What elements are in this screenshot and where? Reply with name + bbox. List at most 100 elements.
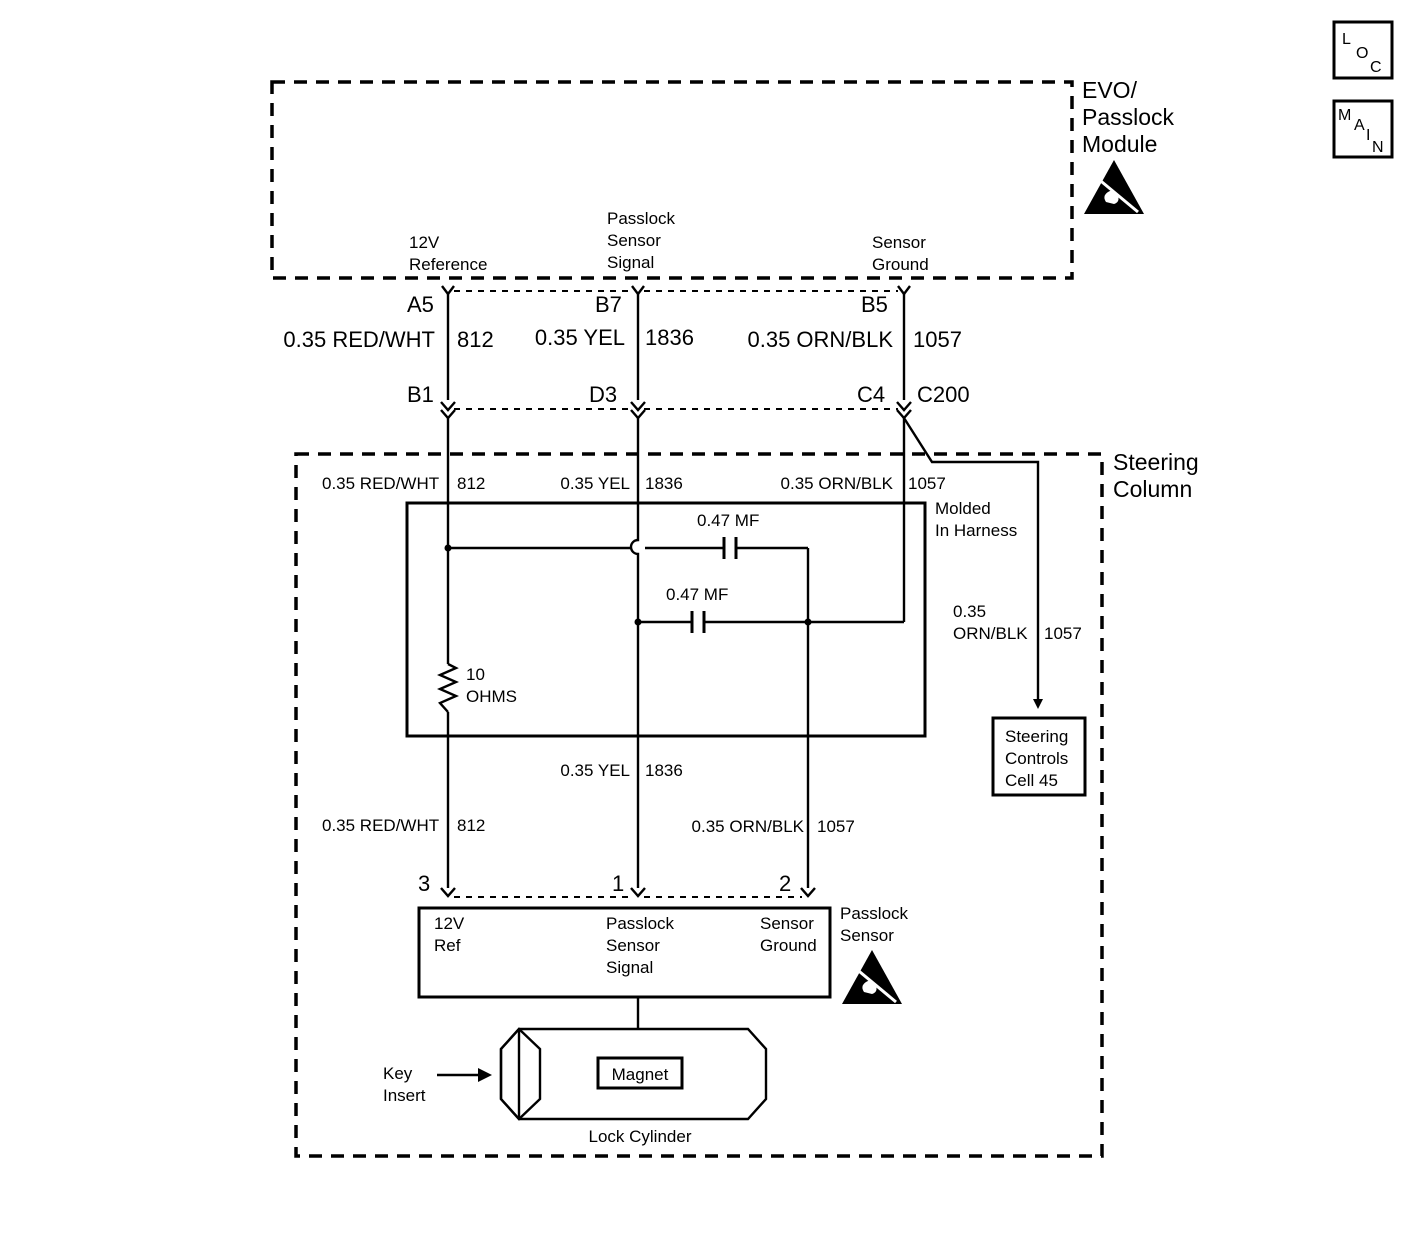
svg-text:Column: Column	[1113, 476, 1192, 502]
harness-orn-wire-label: 0.35 ORN/BLK	[781, 474, 894, 493]
terminal-2	[800, 887, 816, 898]
sensor-pin-1-label: 1	[612, 871, 624, 896]
sensor-pin-signal-label: Passlock Sensor Signal	[606, 914, 675, 977]
harness-red-circuit-label: 812	[457, 474, 485, 493]
pin-b5-label: B5	[861, 292, 888, 317]
branch-wire-steering-controls	[902, 417, 1043, 709]
svg-text:In Harness: In Harness	[935, 521, 1017, 540]
steering-controls-label: Steering Controls Cell 45	[1005, 727, 1068, 790]
pin-b7-label: B7	[595, 292, 622, 317]
main-button[interactable]: M A I N	[1332, 99, 1394, 159]
module-pin-ground-label: Sensor Ground	[872, 233, 929, 274]
esd-icon	[842, 950, 902, 1004]
splice-dot-orn	[804, 618, 812, 626]
svg-text:Key: Key	[383, 1064, 413, 1083]
svg-text:Ground: Ground	[872, 255, 929, 274]
harness-yel-circuit-label: 1836	[645, 474, 683, 493]
svg-text:Steering: Steering	[1005, 727, 1068, 746]
sensor-pin-3-label: 3	[418, 871, 430, 896]
wire-yel-harness	[629, 418, 640, 888]
lock-cylinder-label: Lock Cylinder	[589, 1127, 692, 1146]
sensor-pin-ref-label: 12V Ref	[434, 914, 465, 955]
upper-orn-circuit-label: 1057	[913, 327, 962, 352]
module-pin-ref-label: 12V Reference	[409, 233, 487, 274]
pin-d3-label: D3	[589, 382, 617, 407]
svg-text:Signal: Signal	[606, 958, 653, 977]
terminal-1	[630, 887, 646, 898]
svg-text:Passlock: Passlock	[606, 914, 675, 933]
loc-letter-c: C	[1370, 59, 1382, 76]
svg-text:Passlock: Passlock	[1082, 104, 1175, 130]
capacitor-1-label: 0.47 MF	[697, 511, 759, 530]
loc-letter-o: O	[1356, 45, 1368, 62]
magnet-box	[596, 1056, 684, 1090]
splice-dot-yel	[634, 618, 642, 626]
svg-text:Signal: Signal	[607, 253, 654, 272]
harness-red-wire-label: 0.35 RED/WHT	[322, 474, 439, 493]
svg-text:Ground: Ground	[760, 936, 817, 955]
esd-icon	[1084, 160, 1144, 214]
terminal-b7	[631, 285, 645, 296]
svg-text:Sensor: Sensor	[872, 233, 926, 252]
svg-text:0.35: 0.35	[953, 602, 986, 621]
key-insert-label: Key Insert	[383, 1064, 426, 1105]
loc-letter-l: L	[1342, 31, 1351, 48]
connector-c200-label: C200	[917, 382, 970, 407]
steering-column-name: Steering Column	[1113, 449, 1199, 502]
terminal-a5	[441, 285, 455, 296]
terminal-c4	[896, 401, 912, 420]
module-boundary	[270, 80, 1074, 280]
module-pin-signal-label: Passlock Sensor Signal	[607, 209, 676, 272]
main-letter-i: I	[1366, 127, 1370, 144]
svg-text:Sensor: Sensor	[760, 914, 814, 933]
svg-text:ORN/BLK: ORN/BLK	[953, 624, 1028, 643]
svg-text:Steering: Steering	[1113, 449, 1199, 475]
upper-yel-wire-label: 0.35 YEL	[535, 325, 625, 350]
pin-c4-label: C4	[857, 382, 885, 407]
lower-yel-circuit-label: 1836	[645, 761, 683, 780]
svg-text:Controls: Controls	[1005, 749, 1068, 768]
svg-text:12V: 12V	[434, 914, 465, 933]
svg-text:EVO/: EVO/	[1082, 77, 1138, 103]
svg-text:Module: Module	[1082, 131, 1157, 157]
terminal-3	[440, 887, 456, 898]
splice-dot-red	[444, 544, 452, 552]
svg-text:Molded: Molded	[935, 499, 991, 518]
terminal-d3	[630, 401, 646, 420]
passlock-sensor-box	[417, 906, 832, 999]
lower-yel-wire-label: 0.35 YEL	[560, 761, 630, 780]
main-letter-m: M	[1338, 107, 1351, 124]
svg-text:Ref: Ref	[434, 936, 461, 955]
molded-harness-label: Molded In Harness	[935, 499, 1017, 540]
upper-red-wire-label: 0.35 RED/WHT	[283, 327, 435, 352]
steering-column-boundary	[294, 452, 1104, 1158]
svg-text:12V: 12V	[409, 233, 440, 252]
magnet-label: Magnet	[612, 1065, 669, 1084]
resistor-label: 10 OHMS	[466, 665, 517, 706]
svg-text:Reference: Reference	[409, 255, 487, 274]
svg-text:Cell 45: Cell 45	[1005, 771, 1058, 790]
svg-text:Passlock: Passlock	[607, 209, 676, 228]
svg-text:Passlock: Passlock	[840, 904, 909, 923]
svg-text:Insert: Insert	[383, 1086, 426, 1105]
terminal-b5	[897, 285, 911, 296]
harness-orn-circuit-label: 1057	[908, 474, 946, 493]
key-insert-arrowhead	[478, 1068, 492, 1082]
pin-a5-label: A5	[407, 292, 434, 317]
pin-b1-label: B1	[407, 382, 434, 407]
loc-button[interactable]: L O C	[1332, 20, 1394, 80]
harness-yel-wire-label: 0.35 YEL	[560, 474, 630, 493]
svg-text:10: 10	[466, 665, 485, 684]
lock-cylinder	[499, 1027, 768, 1121]
svg-text:Sensor: Sensor	[606, 936, 660, 955]
upper-red-circuit-label: 812	[457, 327, 494, 352]
branch-circuit-label: 1057	[1044, 624, 1082, 643]
upper-yel-circuit-label: 1836	[645, 325, 694, 350]
main-letter-a: A	[1354, 117, 1365, 134]
passlock-sensor-name: Passlock Sensor	[840, 904, 909, 945]
branch-wire-label: 0.35 ORN/BLK	[953, 602, 1028, 643]
resistor-10-ohms	[437, 662, 459, 713]
svg-text:Sensor: Sensor	[840, 926, 894, 945]
svg-text:OHMS: OHMS	[466, 687, 517, 706]
